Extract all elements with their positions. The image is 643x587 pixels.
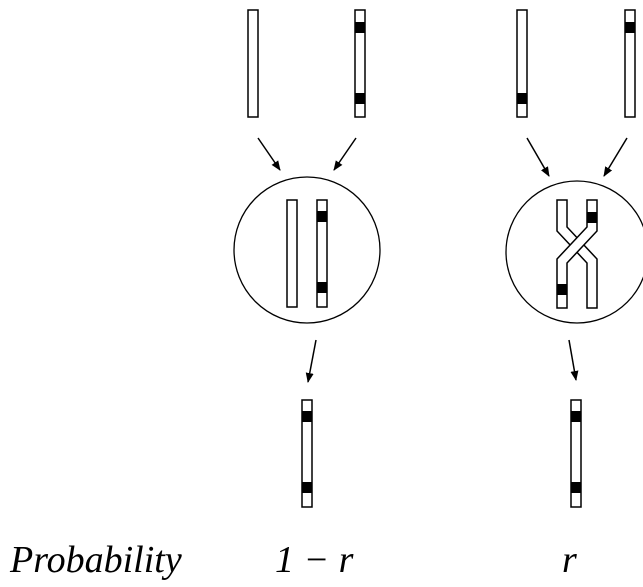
probability-label: Probability (10, 539, 182, 581)
arrow-out-of-cell-right (568, 339, 579, 381)
no-crossover-probability: 1 − r (275, 539, 354, 581)
parent-chromosome-marked-left (354, 9, 366, 118)
gamete-chromosome-non-recombinant (301, 399, 313, 508)
arrow-out-of-cell-left (305, 339, 317, 383)
parent-chromosome-plain-left (247, 9, 259, 118)
parent-chromosome-marked-bottom (516, 9, 528, 118)
arrow-into-cell-left-b (333, 137, 357, 171)
marker-band-bottom (355, 93, 365, 104)
marker-band-top (587, 212, 597, 223)
parent-chromosome-marked-top (624, 9, 636, 118)
arrow-into-cell-right-b (603, 137, 628, 177)
gamete-chromosome-recombinant (570, 399, 582, 508)
crossover-probability: r (562, 539, 577, 581)
no-crossover-panel (233, 9, 381, 508)
marker-band-top (355, 22, 365, 33)
arrow-into-cell-right-a (526, 137, 550, 177)
arrow-into-cell-left-a (257, 137, 281, 171)
crossover-panel (505, 9, 643, 508)
marker-band-bottom (557, 284, 567, 295)
cell-crossover (505, 180, 643, 324)
cell-no-crossover (233, 176, 381, 324)
